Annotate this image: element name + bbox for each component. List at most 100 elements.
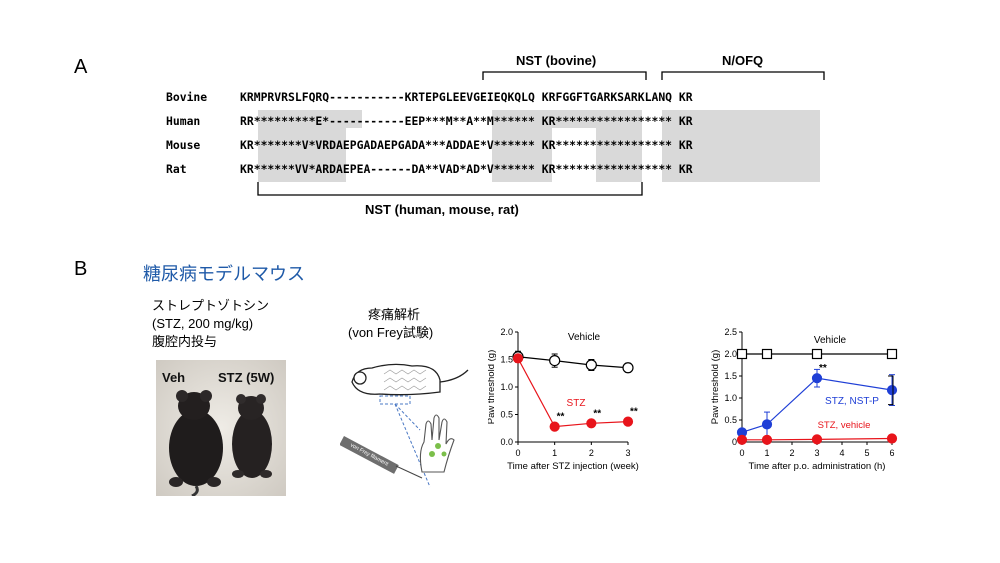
- species-name: Human: [166, 114, 201, 128]
- series-line: [517, 356, 629, 369]
- data-point: [886, 384, 898, 396]
- filament-icon: [340, 436, 423, 479]
- filament-label: von Frey filament: [349, 442, 389, 467]
- shade-block: [552, 110, 596, 128]
- panel-a-label: A: [74, 56, 88, 78]
- mouse-outline-icon: [351, 363, 469, 396]
- x-axis-label: Time after STZ injection (week): [507, 461, 639, 472]
- data-point: [512, 353, 524, 364]
- series-label: Vehicle: [568, 332, 601, 343]
- significance-label: **: [630, 407, 638, 418]
- series-label: Vehicle: [814, 335, 847, 346]
- shade-block: [258, 110, 346, 182]
- data-point: [622, 416, 634, 427]
- data-point: [736, 434, 748, 445]
- seq-row-rat: Rat KR******VV*ARDAEPEA------DA**VAD*AD*V…: [166, 160, 693, 178]
- x-tick-label: 1: [764, 448, 769, 458]
- y-tick-label: 1.0: [500, 382, 513, 392]
- data-point: [886, 348, 898, 360]
- shade-block: [492, 110, 552, 182]
- data-point: [622, 362, 634, 374]
- data-point: [761, 434, 773, 445]
- significance-label: **: [593, 408, 601, 419]
- x-tick-label: 6: [889, 448, 894, 458]
- label-nofq: N/OFQ: [722, 53, 764, 68]
- shade-block: [596, 110, 642, 182]
- x-tick-label: 0: [515, 448, 520, 458]
- data-point: [761, 419, 773, 430]
- series-label: STZ, NST-P: [825, 396, 879, 407]
- assay-line-2: (von Frey試験): [348, 325, 434, 340]
- x-tick-label: 2: [789, 448, 794, 458]
- data-point: [811, 373, 823, 384]
- series-label: STZ: [567, 398, 586, 409]
- label-nst-human-mouse-rat: NST (human, mouse, rat): [365, 202, 519, 217]
- seq-row-human: Human RR*********E*-----------EEP***M**A*…: [166, 112, 693, 130]
- panel-b-label: B: [74, 258, 88, 280]
- seq-row-bovine: Bovine KRMPRVRSLFQRQ-----------KRTEPGLEEV…: [166, 88, 693, 106]
- y-axis-label: Paw threshold (g): [710, 350, 721, 424]
- data-point: [549, 421, 560, 432]
- species-name: Rat: [166, 162, 187, 176]
- x-tick-label: 3: [625, 448, 630, 458]
- y-tick-label: 0.5: [724, 415, 737, 425]
- shade-block: [346, 110, 362, 128]
- shade-block: [662, 110, 820, 182]
- y-tick-label: 1.5: [500, 355, 513, 365]
- x-tick-label: 5: [864, 448, 869, 458]
- significance-label: **: [557, 412, 565, 423]
- y-tick-label: 2.0: [500, 327, 513, 337]
- y-tick-label: 1.0: [724, 393, 737, 403]
- y-tick-label: 2.0: [724, 349, 737, 359]
- bracket-nst-bovine: [482, 71, 647, 80]
- sequence: KRMPRVRSLFQRQ-----------KRTEPGLEEVGEIEQK…: [240, 90, 693, 104]
- x-tick-label: 3: [814, 448, 819, 458]
- diabetic-model-title: 糖尿病モデルマウス: [143, 264, 305, 284]
- x-tick-label: 4: [839, 448, 844, 458]
- photo-label-stz: STZ (5W): [218, 370, 274, 385]
- mouse-veh: [169, 390, 223, 496]
- von-frey-illustration: von Frey filament: [340, 363, 469, 488]
- series-label: STZ, vehicle: [818, 420, 871, 431]
- y-tick-label: 0.0: [500, 437, 513, 447]
- bracket-nofq: [661, 71, 825, 80]
- mice-photo: Veh STZ (5W): [156, 360, 286, 496]
- y-tick-label: 0.5: [500, 410, 513, 420]
- mouse-stz: [232, 394, 272, 478]
- sequence: KR*******V*VRDAEPGADAEPGADA***ADDAE*V***…: [240, 138, 693, 152]
- data-point: [549, 354, 561, 367]
- series-line: [517, 358, 629, 428]
- label-nst-bovine: NST (bovine): [516, 53, 597, 68]
- data-point: [761, 348, 773, 360]
- x-tick-label: 0: [739, 448, 744, 458]
- series-line: [741, 377, 893, 433]
- data-point: [736, 348, 748, 360]
- assay-line-1: 疼痛解析: [368, 307, 421, 322]
- data-point: [886, 433, 898, 444]
- bracket-nst-human: [257, 182, 643, 196]
- photo-label-veh: Veh: [162, 370, 185, 385]
- y-tick-label: 1.5: [724, 371, 737, 381]
- sequence: KR******VV*ARDAEPEA------DA**VAD*AD*V***…: [240, 162, 693, 176]
- bracket: [888, 375, 894, 406]
- species-name: Bovine: [166, 90, 208, 104]
- sequence: RR*********E*-----------EEP***M**A**M***…: [240, 114, 693, 128]
- treatment-line-3: 腹腔内投与: [152, 334, 218, 349]
- x-tick-label: 2: [589, 448, 594, 458]
- y-tick-label: 0: [732, 437, 737, 447]
- data-point: [585, 359, 597, 371]
- data-point: [811, 434, 823, 445]
- treatment-line-1: ストレプトゾトシン: [152, 298, 270, 313]
- x-tick-label: 1: [552, 448, 557, 458]
- x-axis-label: Time after p.o. administration (h): [749, 461, 886, 472]
- data-point: [811, 348, 823, 360]
- treatment-line-2: (STZ, 200 mg/kg): [152, 316, 254, 331]
- significance-label: **: [819, 363, 827, 374]
- data-point: [586, 418, 597, 429]
- series-line: [742, 437, 893, 441]
- y-tick-label: 2.5: [724, 327, 737, 337]
